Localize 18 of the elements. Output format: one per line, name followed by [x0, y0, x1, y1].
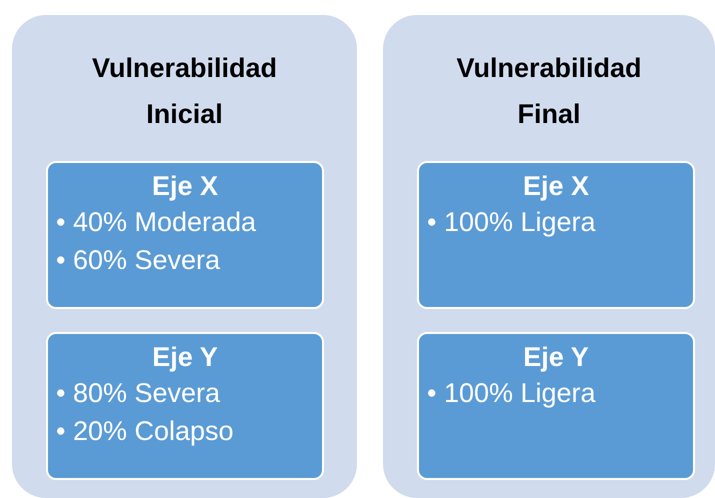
box-heading: Eje Y [151, 341, 219, 374]
bullet-item: • 20% Colapso [55, 415, 235, 448]
box-heading: Eje X [150, 170, 220, 203]
bullet-item: • 80% Severa [55, 377, 222, 410]
category-box [417, 161, 695, 309]
bullet-item: • 40% Moderada [55, 206, 258, 239]
bullet-item: • 100% Ligera [426, 206, 597, 239]
box-heading: Eje Y [522, 341, 590, 374]
category-box [46, 161, 324, 309]
box-heading: Eje X [522, 170, 590, 203]
panel-title: Vulnerabilidad Final [455, 52, 643, 131]
group-panel [383, 15, 715, 498]
panel-title: Vulnerabilidad Inicial [90, 52, 278, 131]
category-box [46, 332, 324, 480]
bullet-item: • 100% Ligera [426, 377, 597, 410]
bullet-item: • 60% Severa [55, 244, 222, 277]
category-box [417, 332, 695, 480]
group-panel [12, 15, 357, 498]
